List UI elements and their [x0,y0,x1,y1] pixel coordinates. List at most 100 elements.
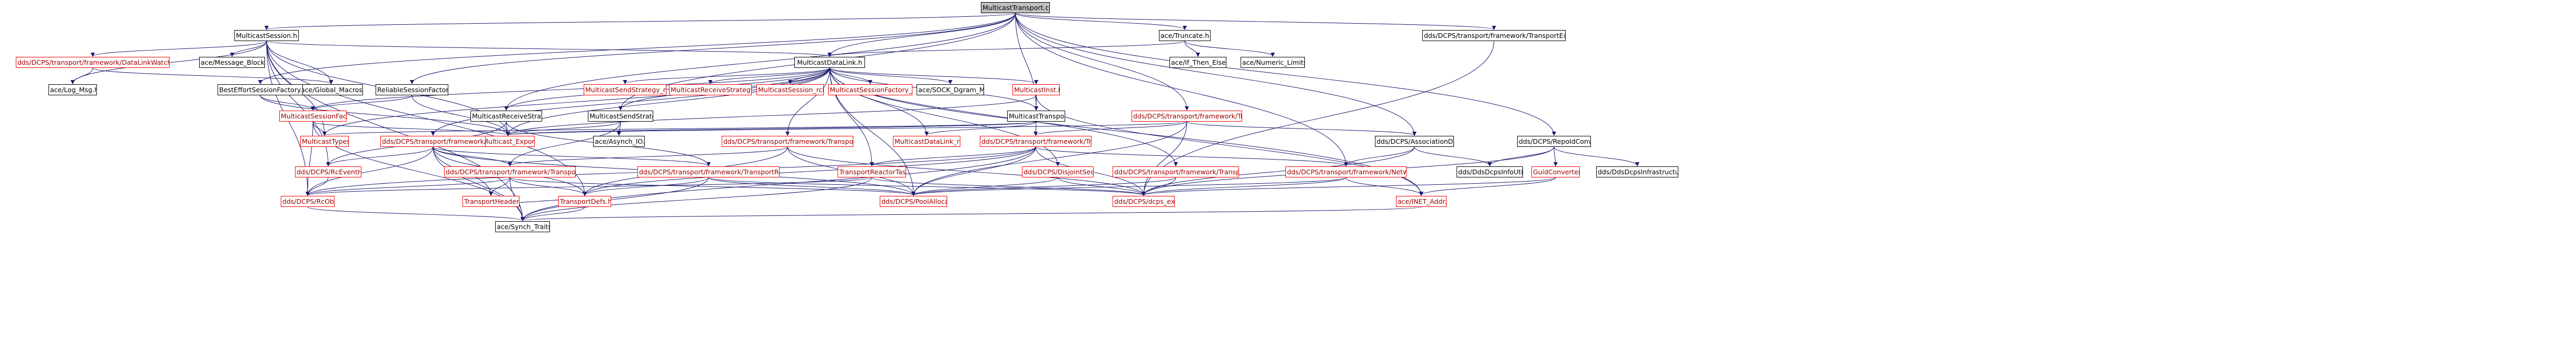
node-ace-sock-dgram-mcast-h[interactable]: ace/SOCK_Dgram_Mcast.h [917,84,984,95]
edge-n48-n49 [520,206,1422,221]
node-transportclient-h[interactable]: dds/DCPS/transport/framework/TransportCl… [1132,111,1242,122]
edge-n19-n25 [312,121,510,136]
node-framework-datalink-h[interactable]: dds/DCPS/transport/framework/DataLink.h [380,136,486,147]
edge-n30-n49 [520,146,1036,221]
edge-n35-n45 [583,177,709,196]
edge-n32-n41 [1553,146,1558,166]
edge-n18-n47 [1142,41,1495,196]
edge-n37-n47 [1057,177,1146,196]
node-ace-global-macros-h[interactable]: ace/Global_Macros.h [299,84,363,95]
edge-root-n22 [1015,13,1038,111]
node-ace-log-msg-h[interactable]: ace/Log_Msg.h [48,84,97,95]
edge-n6-n20 [504,67,830,111]
edge-n6-n38 [829,67,1178,166]
node-ace-truncate-h[interactable]: ace/Truncate.h [1159,30,1211,41]
edge-n39-n46 [911,177,1346,196]
edge-n1-n6 [266,41,832,57]
node-rcobject-h[interactable]: dds/DCPS/RcObject.h [281,196,335,207]
edge-n6-n24 [322,67,830,136]
edge-n22-n25 [506,121,1037,136]
edge-n30-n39 [1035,146,1348,166]
node-multicastdatalink-h[interactable]: MulticastDataLink.h [794,57,865,68]
node-multicastsessionfactory-rch-h[interactable]: MulticastSessionFactory_rch.h [828,84,912,95]
node-multicastreceivestrategy-h[interactable]: MulticastReceiveStrategy.h [470,111,542,122]
edge-n6-n36 [829,67,874,166]
node-transportdefs-h[interactable]: TransportDefs.h [558,196,611,207]
node-multicasttransport-cpp[interactable]: MulticastTransport.cpp [981,2,1050,13]
node-networkaddress-h[interactable]: dds/DCPS/transport/framework/NetworkAddr… [1285,166,1407,177]
edge-n34-n45 [509,177,587,196]
node-ace-message-block-h[interactable]: ace/Message_Block.h [199,57,265,68]
edge-n39-n47 [1142,177,1346,196]
edge-n41-n48 [1419,177,1556,196]
edge-n30-n46 [911,146,1036,196]
node-besteffortsessionfactory-h[interactable]: BestEffortSessionFactory.h [218,84,303,95]
node-ace-inet-addr-h[interactable]: ace/INET_Addr.h [1396,196,1447,207]
edge-n27-n43 [306,146,434,196]
node-guidconverter-h[interactable]: GuidConverter.h [1531,166,1580,177]
edge-n28-n34 [508,146,788,166]
node-ace-if-then-else-h[interactable]: ace/If_Then_Else.h [1169,57,1226,68]
node-multicastsession-h[interactable]: MulticastSession.h [234,30,299,41]
node-multicasttransport-h[interactable]: MulticastTransport.h [1007,111,1065,122]
node-datalinkwatchdog-t-h[interactable]: dds/DCPS/transport/framework/DataLinkWat… [16,57,170,68]
node-rceventhandler-h[interactable]: dds/DCPS/RcEventHandler.h [295,166,361,177]
edge-n35-n49 [520,177,709,221]
node-transportheader-h[interactable]: TransportHeader.h [463,196,519,207]
node-multicastsendstrategy-h[interactable]: MulticastSendStrategy.h [588,111,653,122]
edge-root-n23 [1015,13,1189,111]
edge-root-n32 [1015,13,1556,136]
edge-n8-n25 [411,95,510,136]
node-ace-synch-traits-h[interactable]: ace/Synch_Traits.h [495,221,550,232]
edge-root-n8 [410,13,1016,84]
node-multicastinst-h[interactable]: MulticastInst.h [1012,84,1060,95]
edge-n30-n36 [870,146,1036,166]
edge-n15-n6 [828,41,1185,57]
node-transportreceivestrategy-t-h[interactable]: dds/DCPS/transport/framework/TransportRe… [637,166,780,177]
node-multicastsession-rch-h[interactable]: MulticastSession_rch.h [756,84,824,95]
node-multicastsessionfactory-h[interactable]: MulticastSessionFactory.h [279,111,347,122]
node-poolallocator-h[interactable]: dds/DCPS/PoolAllocator.h [880,196,947,207]
edge-n6-n28 [785,67,830,136]
node-ddsdcpsinfoutilsc-h[interactable]: dds/DdsDcpsInfoUtilsC.h [1457,166,1523,177]
edge-n27-n33 [326,146,434,166]
node-repoidconverter-h[interactable]: dds/DCPS/RepoIdConverter.h [1517,136,1591,147]
edge-n31-n39 [1344,146,1415,166]
node-ddsdcpsinfrastructurec-h[interactable]: dds/DdsDcpsInfrastructureC.h [1596,166,1678,177]
edge-n37-n46 [911,177,1058,196]
edge-n6-n13 [829,67,952,84]
node-multicast-export-h[interactable]: Multicast_Export.h [481,136,535,147]
edge-root-n20 [504,13,1016,111]
node-multicastreceivestrategy-rch-h[interactable]: MulticastReceiveStrategy_rch.h [669,84,752,95]
edge-n39-n48 [1345,177,1423,196]
node-multicastsendstrategy-rch-h[interactable]: MulticastSendStrategy_rch.h [584,84,666,95]
node-ace-asynch-io-h[interactable]: ace/Asynch_IO.h [593,136,645,147]
edge-n23-n46 [911,121,1187,196]
edge-n6-n19 [311,67,830,111]
edge-n35-n47 [708,177,1146,196]
edge-n23-n25 [506,121,1187,136]
node-ace-numeric-limits-h[interactable]: ace/Numeric_Limits.h [1241,57,1305,68]
node-transportsendstrategy-h[interactable]: dds/DCPS/transport/framework/TransportSe… [444,166,576,177]
edge-n36-n49 [520,177,872,221]
node-reliablesessionfactory-h[interactable]: ReliableSessionFactory.h [376,84,448,95]
edge-n27-n49 [432,146,525,221]
edge-n23-n31 [1186,121,1417,136]
node-associationdata-h[interactable]: dds/DCPS/AssociationData.h [1375,136,1454,147]
node-transportsendbuffer-h[interactable]: dds/DCPS/transport/framework/TransportSe… [722,136,853,147]
node-transportreactortask-h[interactable]: TransportReactorTask.h [838,166,906,177]
node-transportimpl-h[interactable]: dds/DCPS/transport/framework/TransportIm… [980,136,1092,147]
node-dcps-export-h[interactable]: dds/DCPS/dcps_export.h [1113,196,1175,207]
edge-n2-n5 [92,67,333,84]
node-multicastdatalink-rch-h[interactable]: MulticastDataLink_rch.h [893,136,960,147]
edge-n21-n25 [506,121,621,136]
node-multicasttypes-h[interactable]: MulticastTypes.h [300,136,349,147]
node-transportexceptions-h[interactable]: dds/DCPS/transport/framework/TransportEx… [1422,30,1566,41]
node-transportreassembly-h[interactable]: dds/DCPS/transport/framework/TransportRe… [1113,166,1239,177]
node-disjointsequence-h[interactable]: dds/DCPS/DisjointSequence.h [1022,166,1094,177]
edge-n31-n47 [1142,146,1415,196]
edge-n38-n46 [911,177,1176,196]
edge-root-n6 [828,13,1016,57]
edge-root-n31 [1015,13,1417,136]
